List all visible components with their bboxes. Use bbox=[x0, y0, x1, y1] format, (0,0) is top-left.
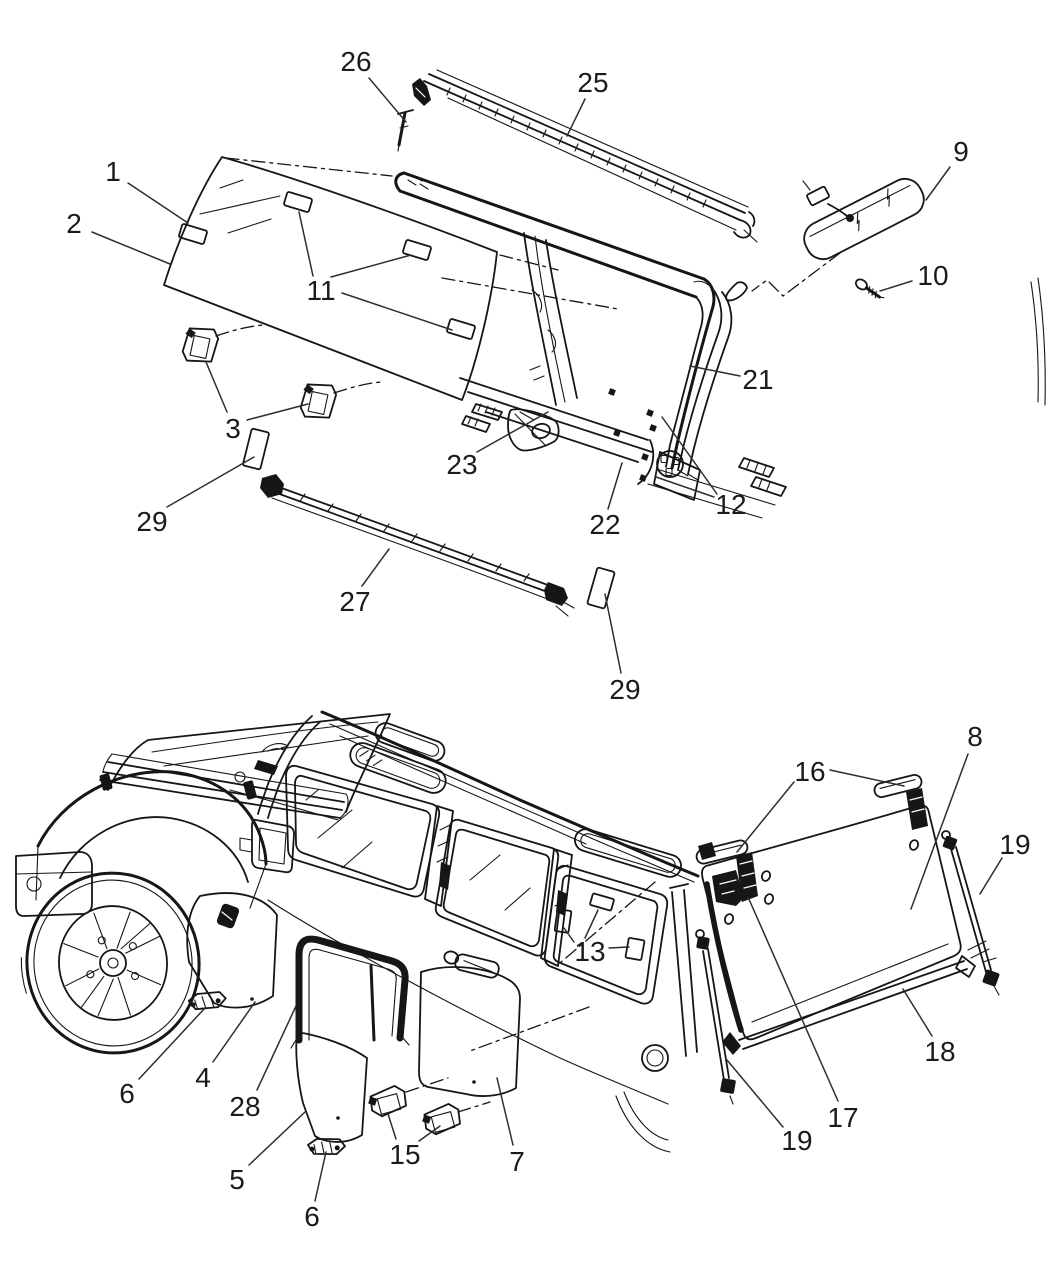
a-pillar bbox=[257, 715, 321, 819]
glass-clips-15 bbox=[368, 1077, 491, 1136]
callout-2: 2 bbox=[66, 208, 82, 239]
callout-6-rear: 6 bbox=[304, 1201, 320, 1232]
front-fender bbox=[35, 770, 339, 909]
callout-8: 8 bbox=[967, 721, 983, 752]
callout-27: 27 bbox=[339, 586, 371, 617]
windshield-glass bbox=[163, 156, 498, 401]
callout-23: 23 bbox=[446, 449, 478, 480]
glass-clip-6-front bbox=[187, 991, 227, 1011]
spacer-29-right bbox=[586, 566, 616, 610]
callout-25: 25 bbox=[577, 67, 609, 98]
windshield-retainer-clips bbox=[181, 324, 383, 419]
callout-29-upper: 29 bbox=[136, 506, 168, 537]
callout-4: 4 bbox=[195, 1062, 211, 1093]
callout-9: 9 bbox=[953, 136, 969, 167]
rearview-mirror bbox=[802, 177, 925, 261]
door-handle bbox=[443, 950, 500, 979]
cowl-panel bbox=[459, 377, 787, 519]
mirror-screw bbox=[854, 278, 885, 299]
glass-clip-6-rear bbox=[307, 1138, 346, 1156]
rear-body-corner bbox=[267, 883, 698, 1153]
header-retainer-rail bbox=[412, 69, 758, 243]
front-door-glass bbox=[186, 892, 278, 1009]
callout-19-right: 19 bbox=[999, 829, 1031, 860]
callout-10: 10 bbox=[917, 260, 949, 291]
side-mirror bbox=[239, 818, 295, 874]
door-glass-run-channel bbox=[290, 935, 410, 1049]
glass-spacer-pads bbox=[178, 191, 476, 340]
callout-28: 28 bbox=[229, 1091, 261, 1122]
callout-16: 16 bbox=[794, 756, 826, 787]
callout-26: 26 bbox=[340, 46, 372, 77]
callout-12: 12 bbox=[715, 489, 747, 520]
callout-17: 17 bbox=[827, 1102, 859, 1133]
callout-21: 21 bbox=[742, 364, 774, 395]
roof-rails-and-sport-bars bbox=[320, 710, 700, 883]
leader-lines bbox=[91, 77, 1003, 1202]
front-door-window-frame bbox=[285, 764, 441, 898]
callout-5: 5 bbox=[229, 1164, 245, 1195]
quarter-window-frame bbox=[469, 864, 669, 1052]
rear-door-window-frame bbox=[434, 818, 560, 957]
gas-strut-left bbox=[695, 929, 736, 1105]
cowl-vent-bin bbox=[507, 408, 560, 452]
front-tire-wheel bbox=[20, 871, 201, 1055]
rear-vent-glass bbox=[295, 1031, 368, 1143]
retainer-pin bbox=[397, 109, 414, 152]
callout-13: 13 bbox=[574, 936, 606, 967]
door-hinge-block bbox=[216, 903, 240, 929]
rear-door-glass bbox=[418, 966, 521, 1097]
callout-6-front: 6 bbox=[119, 1078, 135, 1109]
callout-19-left: 19 bbox=[781, 1125, 813, 1156]
callout-1: 1 bbox=[105, 156, 121, 187]
windshield-upright bbox=[99, 743, 349, 819]
cowl-seal-strip bbox=[260, 474, 575, 617]
windshield-frame bbox=[225, 157, 716, 501]
callout-7: 7 bbox=[509, 1146, 525, 1177]
callout-22: 22 bbox=[589, 509, 621, 540]
callout-3: 3 bbox=[225, 413, 241, 444]
spacer-29-left bbox=[242, 427, 270, 471]
callout-18: 18 bbox=[924, 1036, 956, 1067]
rear-window-hinges bbox=[695, 773, 928, 902]
callout-15: 15 bbox=[389, 1139, 421, 1170]
callout-29-lower: 29 bbox=[609, 674, 641, 705]
gas-strut-right bbox=[941, 830, 1000, 996]
callout-11: 11 bbox=[306, 275, 336, 306]
rear-window-glass bbox=[701, 804, 962, 1041]
mirror-mount-wedge bbox=[725, 252, 841, 302]
glass-latch bbox=[712, 870, 744, 906]
door-frame-pillar bbox=[677, 277, 1046, 481]
